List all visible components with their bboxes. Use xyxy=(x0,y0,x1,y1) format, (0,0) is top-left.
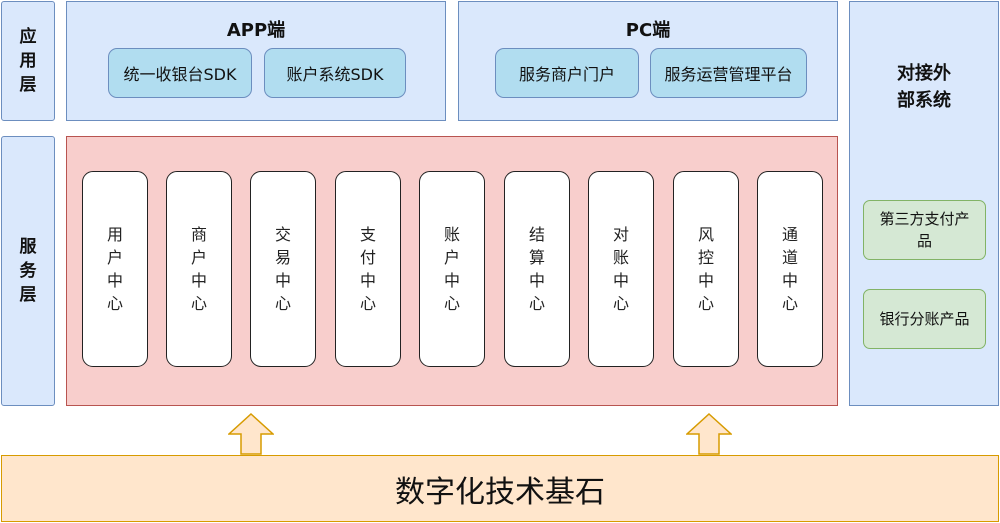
service-center: 商户中心 xyxy=(166,171,232,367)
application-layer-text: 应用层 xyxy=(19,27,37,95)
service-center-label: 账户中心 xyxy=(443,225,460,313)
service-center-label: 结算中心 xyxy=(528,225,545,313)
up-arrow-right xyxy=(686,413,732,455)
service-center-label: 支付中心 xyxy=(359,225,376,313)
service-layer-text: 服务层 xyxy=(19,237,37,305)
account-system-sdk: 账户系统SDK xyxy=(264,48,406,98)
service-center-label: 交易中心 xyxy=(274,225,291,313)
digital-foundation-label: 数字化技术基石 xyxy=(395,474,605,510)
external-systems-panel: 对接外部系统 第三方支付产品 银行分账产品 xyxy=(849,1,999,406)
app-panel: APP端 统一收银台SDK 账户系统SDK xyxy=(66,1,446,121)
digital-foundation: 数字化技术基石 xyxy=(1,455,999,522)
pc-panel: PC端 服务商户门户 服务运营管理平台 xyxy=(458,1,838,121)
service-center: 用户中心 xyxy=(82,171,148,367)
operations-management-platform: 服务运营管理平台 xyxy=(650,48,807,98)
service-center: 账户中心 xyxy=(419,171,485,367)
pc-panel-title: PC端 xyxy=(625,20,671,41)
service-center-label: 商户中心 xyxy=(190,225,207,313)
service-center-label: 用户中心 xyxy=(106,225,123,313)
service-center: 风控中心 xyxy=(673,171,739,367)
service-area: 用户中心 商户中心 交易中心 支付中心 账户中心 结算中心 对账中心 风控中心 … xyxy=(66,136,838,406)
service-layer-label: 服务层 xyxy=(1,136,55,406)
service-center: 通道中心 xyxy=(757,171,823,367)
service-center: 支付中心 xyxy=(335,171,401,367)
unified-cashier-sdk: 统一收银台SDK xyxy=(108,48,252,98)
third-party-payment: 第三方支付产品 xyxy=(863,200,986,260)
service-center: 交易中心 xyxy=(250,171,316,367)
bank-split-account: 银行分账产品 xyxy=(863,289,986,349)
application-layer-label: 应用层 xyxy=(1,1,55,121)
service-center: 对账中心 xyxy=(588,171,654,367)
merchant-portal: 服务商户门户 xyxy=(495,48,639,98)
app-panel-title: APP端 xyxy=(226,20,286,41)
service-center-label: 风控中心 xyxy=(697,225,714,313)
service-center-label: 通道中心 xyxy=(781,225,798,313)
service-center-label: 对账中心 xyxy=(612,225,629,313)
external-systems-title: 对接外部系统 xyxy=(897,63,951,111)
up-arrow-left xyxy=(228,413,274,455)
external-systems-title-wrap: 对接外部系统 xyxy=(850,60,998,114)
service-center: 结算中心 xyxy=(504,171,570,367)
